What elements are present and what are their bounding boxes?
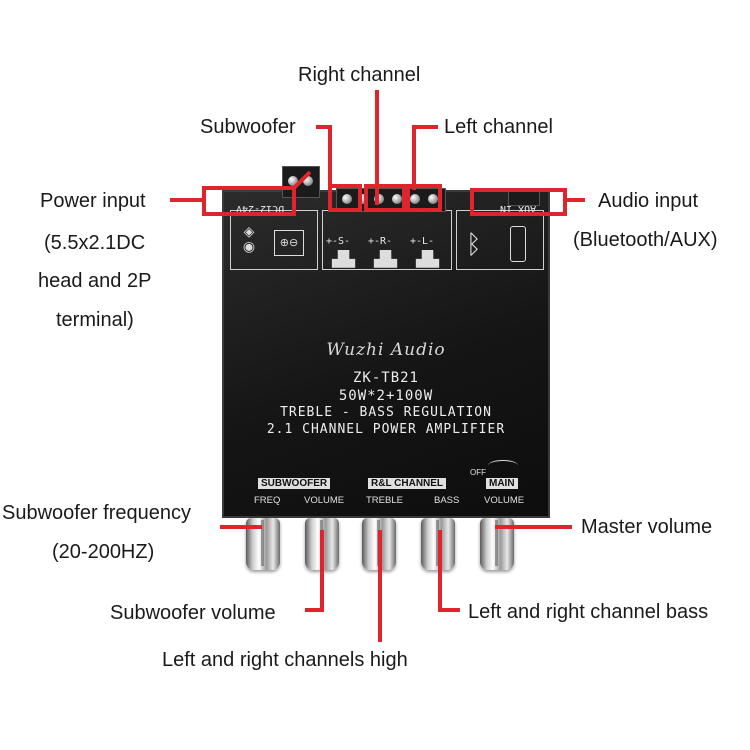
leader-power-box — [202, 186, 296, 216]
leader-lr-bass — [438, 530, 460, 612]
label-right-channel: Right channel — [298, 64, 421, 86]
main-group-label: MAIN — [486, 478, 518, 489]
sub-volume-label: VOLUME — [304, 495, 345, 506]
bluetooth-icon: ᛒ — [466, 230, 482, 260]
leader-sub-volume — [305, 530, 324, 612]
label-audio-input-detail: (Bluetooth/AUX) — [573, 229, 718, 251]
leader-left-channel — [412, 125, 438, 190]
speaker-icon: ▟▙ — [374, 251, 398, 268]
label-audio-input: Audio input — [598, 190, 699, 212]
treble-label: TREBLE — [366, 495, 403, 506]
volume-arc-icon — [488, 460, 518, 471]
label-power-input-detail: (5.5x2.1DC — [44, 232, 146, 254]
label-subwoofer: Subwoofer — [200, 116, 296, 138]
label-subwoofer-frequency-range: (20-200HZ) — [52, 541, 155, 563]
label-power-input: Power input — [40, 190, 146, 212]
label-subwoofer-volume: Subwoofer volume — [110, 602, 276, 624]
amplifier-board: DC12-24V ◈◉ ⊕⊖ +-S- +-R- +-L- ▟▙ ▟▙ ▟▙ A… — [222, 190, 550, 518]
model-name: ZK-TB21 — [352, 370, 419, 386]
leader-right-box — [364, 184, 406, 212]
label-master-volume: Master volume — [581, 516, 713, 538]
l-marker: +-L- — [410, 236, 435, 247]
off-label: OFF — [470, 468, 486, 477]
brand-logo: Wuzhi Audio — [326, 340, 446, 360]
terminal-screw — [288, 176, 298, 186]
label-lr-bass: Left and right channel bass — [468, 601, 709, 623]
description-line-1: TREBLE - BASS REGULATION — [280, 405, 492, 420]
leader-subwoofer-box — [328, 184, 362, 212]
power-panel — [230, 210, 318, 270]
label-power-input-detail: head and 2P — [38, 270, 152, 292]
bass-label: BASS — [434, 495, 460, 506]
terminal-screw — [342, 194, 352, 204]
audio-panel — [456, 210, 544, 270]
power-terminal — [282, 166, 320, 198]
leader-audio-box — [470, 188, 567, 216]
label-lr-high: Left and right channels high — [162, 649, 408, 671]
rl-channel-group-label: R&L CHANNEL — [368, 478, 447, 489]
speaker-icon: ▟▙ — [332, 251, 356, 268]
power-rating: 50W*2+100W — [338, 388, 434, 404]
terminal-screw — [303, 176, 313, 186]
label-subwoofer-frequency: Subwoofer frequency — [2, 502, 192, 524]
description-line-2: 2.1 CHANNEL POWER AMPLIFIER — [266, 422, 506, 437]
leader-subwoofer — [316, 125, 332, 190]
terminal-screw — [392, 194, 402, 204]
speaker-icon: ▟▙ — [416, 251, 440, 268]
leader-left-box — [406, 184, 442, 212]
sub-marker: +-S- — [326, 236, 351, 247]
freq-label: FREQ — [254, 495, 281, 506]
r-marker: +-R- — [368, 236, 393, 247]
terminal-icon: ⊕⊖ — [274, 230, 304, 256]
aux-jack-icon — [510, 226, 526, 262]
terminal-screw — [410, 194, 420, 204]
terminal-screw — [358, 194, 368, 204]
label-left-channel: Left channel — [444, 116, 553, 138]
terminal-screw — [428, 194, 438, 204]
main-volume-label: VOLUME — [484, 495, 525, 506]
dc-jack-icon: ◈◉ — [242, 223, 256, 254]
subwoofer-group-label: SUBWOOFER — [258, 478, 331, 489]
label-power-input-detail: terminal) — [56, 309, 134, 331]
